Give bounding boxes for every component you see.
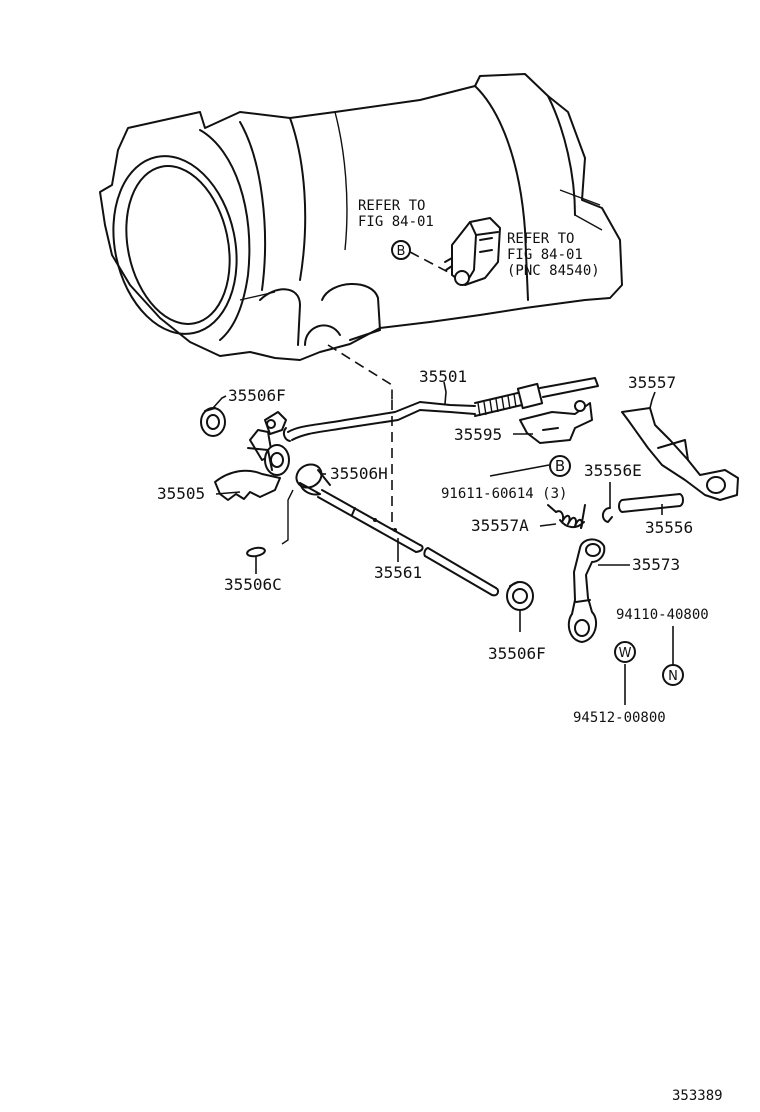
refer-left-line2: FIG 84-01	[358, 214, 434, 230]
parking-lever	[567, 538, 606, 643]
throttle-cable-rod	[282, 377, 599, 442]
refer-right-line2: FIG 84-01	[507, 247, 583, 263]
label-94110: 94110-40800	[616, 607, 709, 623]
detent-lever	[214, 411, 290, 501]
label-35506h: 35506H	[330, 464, 388, 483]
label-91611: 91611-60614 (3)	[441, 486, 567, 502]
transmission-housing	[99, 73, 623, 361]
refer-right-line1: REFER TO	[507, 231, 574, 247]
torsion-spring	[547, 504, 586, 529]
label-35506f-top: 35506F	[228, 386, 286, 405]
marker-w-letter: W	[619, 646, 632, 661]
spacer-collar	[281, 463, 331, 545]
label-35557a: 35557A	[471, 516, 529, 535]
cable-bracket	[519, 400, 593, 444]
oil-seal-top	[200, 407, 226, 437]
leader-lines	[212, 381, 674, 705]
label-35505: 35505	[157, 484, 205, 503]
marker-b-top-letter: B	[397, 244, 406, 259]
label-35573: 35573	[632, 555, 680, 574]
label-35557: 35557	[628, 373, 676, 392]
oil-seal-bottom	[506, 581, 534, 611]
figure-number: 353389	[672, 1088, 723, 1104]
pin	[246, 546, 266, 558]
lever-pin	[618, 493, 684, 513]
e-clip	[602, 507, 613, 523]
refer-right-line3: (PNC 84540)	[507, 263, 600, 279]
refer-left-line1: REFER TO	[358, 198, 425, 214]
label-35561: 35561	[374, 563, 422, 582]
ref-leader-b	[409, 251, 449, 273]
label-35556: 35556	[645, 518, 693, 537]
label-35506c: 35506C	[224, 575, 282, 594]
shaft-centerline	[327, 344, 393, 400]
neutral-start-switch	[444, 217, 501, 286]
label-35506f-bottom: 35506F	[488, 644, 546, 663]
marker-n-letter: N	[668, 669, 678, 684]
label-35556e: 35556E	[584, 461, 642, 480]
manual-lever	[621, 407, 739, 501]
label-94512: 94512-00800	[573, 710, 666, 726]
marker-b-mid-letter: B	[555, 457, 565, 475]
label-35595: 35595	[454, 425, 502, 444]
manual-valve-shaft	[317, 489, 500, 597]
marker-b-top: B	[391, 240, 411, 260]
marker-n: N	[662, 664, 684, 686]
marker-b-mid: B	[549, 455, 571, 477]
marker-w: W	[614, 641, 636, 663]
label-35501: 35501	[419, 367, 467, 386]
